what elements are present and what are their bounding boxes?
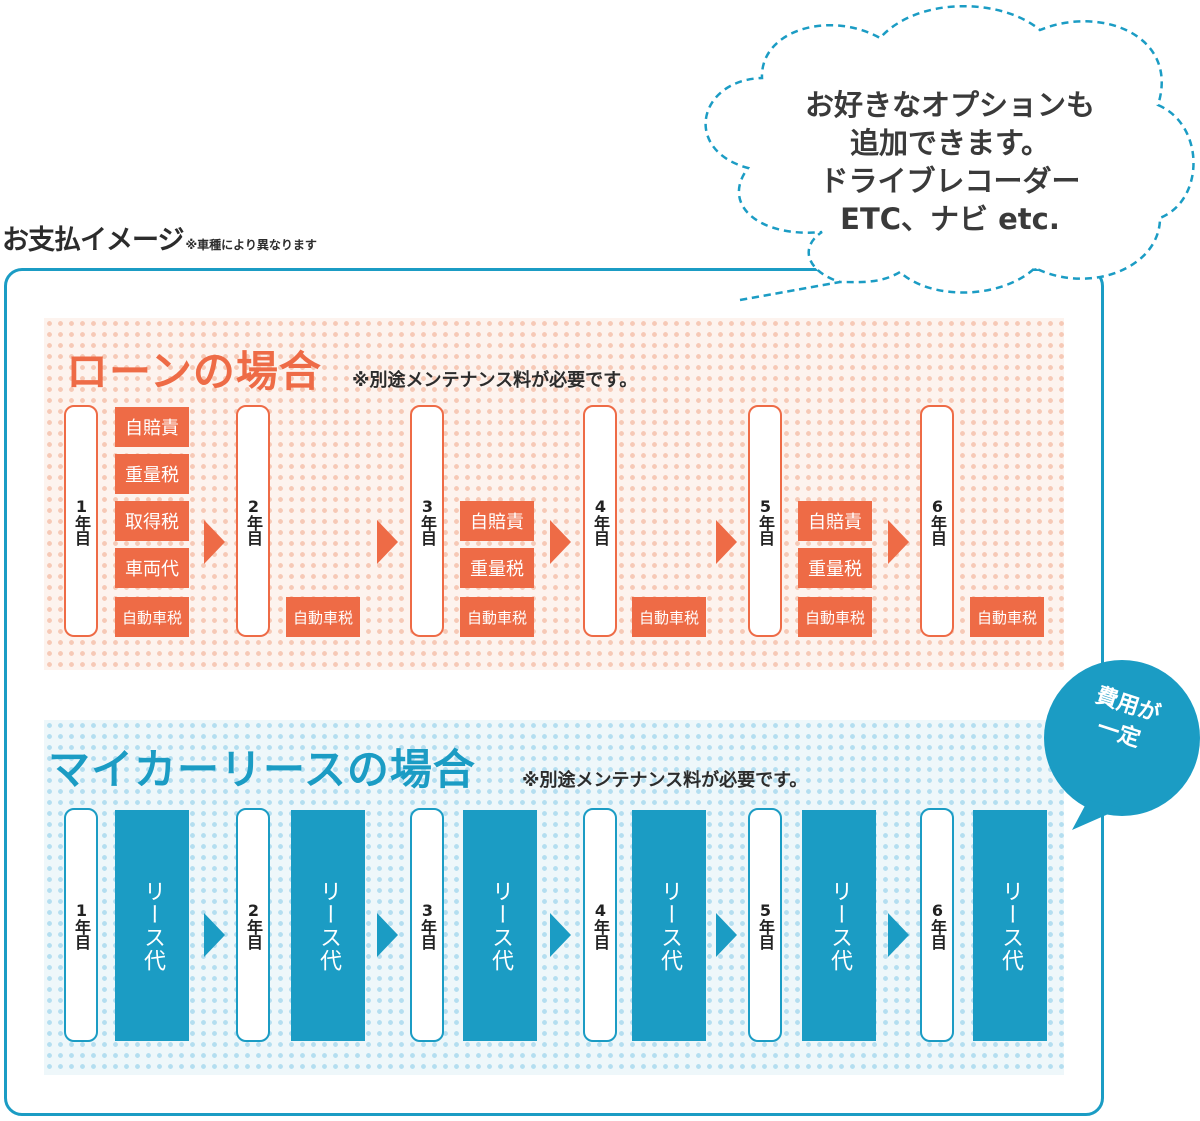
lease-year-3: 3年目 (410, 808, 444, 1042)
loan-title: ローンの場合 (66, 347, 322, 396)
loan-year-4: 4年目 (583, 405, 617, 637)
lease-cost-label: リース代 (488, 879, 513, 972)
year-label: 3年目 (418, 901, 437, 949)
arrow-right-icon (204, 520, 225, 564)
lease-panel (44, 720, 1064, 1075)
cost-box: 自賠責 (798, 501, 872, 541)
lease-cost-box: リース代 (973, 810, 1047, 1041)
arrow-right-icon (377, 913, 398, 957)
cost-box: 自動車税 (460, 597, 534, 637)
page-title: お支払イメージ※車種により異なります (2, 218, 317, 257)
arrow-right-icon (550, 520, 571, 564)
lease-year-6: 6年目 (920, 808, 954, 1042)
cloud-line: お好きなオプションも (804, 88, 1095, 122)
cost-box: 取得税 (115, 501, 189, 541)
arrow-right-icon (716, 913, 737, 957)
arrow-right-icon (888, 913, 909, 957)
loan-year-5: 5年目 (748, 405, 782, 637)
lease-cost-box: リース代 (802, 810, 876, 1041)
cost-box: 重量税 (460, 548, 534, 588)
cost-box: 自動車税 (115, 597, 189, 637)
arrow-right-icon (204, 913, 225, 957)
cloud-line: ドライブレコーダー (819, 164, 1081, 198)
year-label: 3年目 (418, 497, 437, 545)
lease-cost-box: リース代 (115, 810, 189, 1041)
lease-cost-box: リース代 (632, 810, 706, 1041)
cloud-line: ETC、ナビ etc. (840, 202, 1060, 236)
lease-cost-label: リース代 (827, 879, 852, 972)
cloud-line: 追加できます。 (849, 126, 1051, 160)
lease-cost-label: リース代 (140, 879, 165, 972)
cost-box: 自動車税 (970, 597, 1044, 637)
cost-box: 自動車税 (632, 597, 706, 637)
lease-note: ※別途メンテナンス料が必要です。 (522, 770, 808, 791)
lease-cost-label: リース代 (657, 879, 682, 972)
lease-year-5: 5年目 (748, 808, 782, 1042)
arrow-right-icon (377, 520, 398, 564)
lease-cost-label: リース代 (316, 879, 341, 972)
lease-year-4: 4年目 (583, 808, 617, 1042)
year-label: 6年目 (928, 901, 947, 949)
cloud-text: お好きなオプションも 追加できます。 ドライブレコーダー ETC、ナビ etc. (760, 86, 1140, 238)
lease-year-2: 2年目 (236, 808, 270, 1042)
year-label: 5年目 (756, 497, 775, 545)
cost-box: 自賠責 (115, 407, 189, 447)
year-label: 2年目 (244, 497, 263, 545)
lease-cost-box: リース代 (463, 810, 537, 1041)
arrow-right-icon (550, 913, 571, 957)
arrow-right-icon (888, 520, 909, 564)
year-label: 4年目 (591, 901, 610, 949)
lease-cost-box: リース代 (291, 810, 365, 1041)
year-label: 1年目 (72, 497, 91, 545)
cost-box: 自動車税 (286, 597, 360, 637)
year-label: 5年目 (756, 901, 775, 949)
year-label: 2年目 (244, 901, 263, 949)
loan-note: ※別途メンテナンス料が必要です。 (352, 370, 638, 391)
lease-title: マイカーリースの場合 (48, 745, 476, 794)
cost-box: 自賠責 (460, 501, 534, 541)
lease-cost-label: リース代 (998, 879, 1023, 972)
cost-box: 自動車税 (798, 597, 872, 637)
page-title-text: お支払イメージ (2, 225, 184, 256)
loan-year-2: 2年目 (236, 405, 270, 637)
year-label: 1年目 (72, 901, 91, 949)
year-label: 4年目 (591, 497, 610, 545)
cost-box: 重量税 (798, 548, 872, 588)
lease-year-1: 1年目 (64, 808, 98, 1042)
loan-year-1: 1年目 (64, 405, 98, 637)
badge-bubble-icon (1044, 660, 1200, 830)
arrow-right-icon (716, 520, 737, 564)
loan-panel (44, 318, 1064, 670)
loan-year-3: 3年目 (410, 405, 444, 637)
cost-box: 重量税 (115, 454, 189, 494)
cost-box: 車両代 (115, 548, 189, 588)
year-label: 6年目 (928, 497, 947, 545)
cloud-bubble-icon (704, 5, 1195, 302)
page-title-note: ※車種により異なります (185, 238, 317, 252)
loan-year-6: 6年目 (920, 405, 954, 637)
